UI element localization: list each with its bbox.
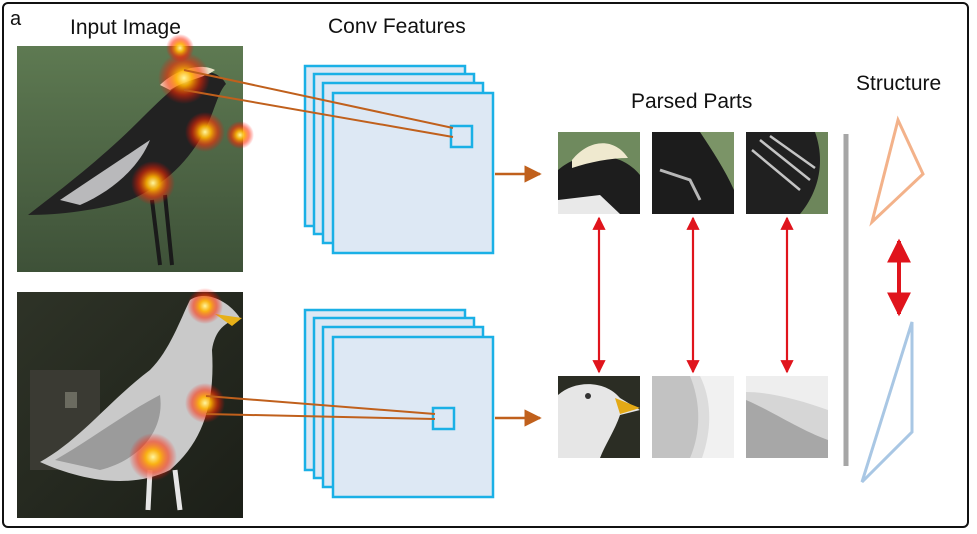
- part-thumb-head: [558, 376, 640, 458]
- parsed-parts-title: Parsed Parts: [631, 90, 753, 113]
- structure-triangle-top: [869, 115, 925, 227]
- parts-row-bottom: [558, 376, 828, 458]
- receptive-patch: [449, 124, 474, 149]
- input-image-title: Input Image: [70, 16, 181, 39]
- heat-spot: [226, 121, 254, 149]
- figure-frame: [2, 2, 969, 528]
- part-thumb-wing: [746, 376, 828, 458]
- conv-stack-bottom: [303, 308, 495, 499]
- input-image-bottom: [17, 288, 243, 518]
- panel-letter: a: [10, 8, 22, 30]
- projection-lines: [183, 69, 454, 420]
- input-image-top: [17, 34, 254, 272]
- structure-title: Structure: [856, 72, 942, 95]
- feature-map: [331, 91, 495, 255]
- heat-spot: [158, 52, 210, 104]
- heat-spot: [131, 161, 175, 205]
- heat-spot: [166, 34, 194, 62]
- parts-row-top: [558, 132, 828, 214]
- conv-stack-top: [303, 64, 495, 255]
- heat-spot: [185, 112, 225, 152]
- heat-spot: [185, 383, 225, 423]
- conv-features-title: Conv Features: [328, 15, 466, 38]
- part-thumb-neck: [652, 132, 734, 214]
- part-thumb-breast: [652, 376, 734, 458]
- part-thumb-wing: [746, 132, 828, 214]
- heat-spot: [187, 288, 223, 324]
- heat-spot: [129, 433, 177, 481]
- part-thumb-head: [558, 132, 640, 214]
- structure-triangle-bottom: [860, 321, 914, 484]
- receptive-patch: [431, 406, 456, 431]
- part-correspondences: [592, 216, 794, 374]
